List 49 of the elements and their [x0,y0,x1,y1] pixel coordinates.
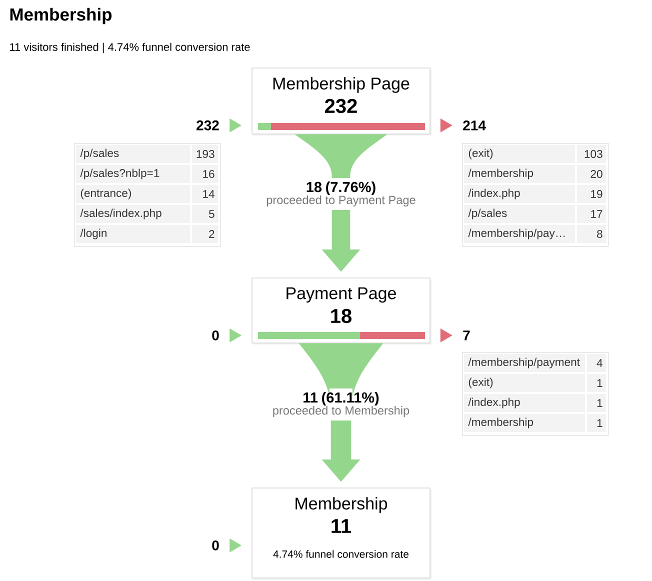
edge-label: 0 [212,330,219,340]
step-title: Payment Page [286,287,396,303]
edge-label: 11 (61.11%) proceeded to Membership [273,392,410,417]
table-cell: 1 [587,394,606,412]
table-cell: 14 [192,185,218,203]
table-cell: /membership [464,165,575,183]
step-title: Membership [296,497,388,513]
table-cell: 5 [192,205,218,223]
visitor-count: 11 [332,519,352,533]
step-title: Membership Page [273,77,410,93]
table-cell: 193 [192,145,218,163]
edge-label: 7 [463,330,470,340]
table-cell: 8 [577,225,606,243]
arrow [229,328,242,342]
subtitle: 11 visitors finished | 4.74% funnel conversion rate [10,42,250,54]
step-note: 4.74% funnel conversion rate [273,550,408,558]
table-cell: 17 [577,205,606,223]
table-cell: /membership [464,414,585,432]
table-cell: 2 [192,225,218,243]
table-cell: /p/sales?nblp=1 [76,165,190,183]
title: Membership [10,8,112,24]
arrow [440,118,452,132]
table-cell: (exit) [464,145,575,163]
table-cell: 4 [587,354,606,372]
table-cell: /membership/pay… [464,225,575,243]
table-cell: 103 [577,145,606,163]
table-cell: /index.php [464,185,575,203]
table-cell: 20 [577,165,606,183]
visitor-count: 18 [331,308,352,324]
edge-label: 18 (7.76%) proceeded to Payment Page [266,182,416,206]
arrow [440,328,452,342]
edge-label: 0 [212,540,219,550]
table-cell: /index.php [464,394,585,412]
arrow [229,118,242,132]
table-cell: /p/sales [76,145,190,163]
visitor-count: 232 [325,98,357,114]
table-cell: 1 [587,374,606,392]
table-cell: /sales/index.php [76,205,190,223]
table-cell: (entrance) [76,185,190,203]
table-cell: /membership/payment [464,354,585,372]
arrow [229,538,242,552]
edge-label: 232 [196,120,219,130]
table-cell: (exit) [464,374,585,392]
edge-label: 214 [463,120,486,130]
table-cell: 16 [192,165,218,183]
table-cell: 19 [577,185,606,203]
table-cell: /p/sales [464,205,575,223]
table-cell: 1 [587,414,606,432]
table-cell: /login [76,225,190,243]
